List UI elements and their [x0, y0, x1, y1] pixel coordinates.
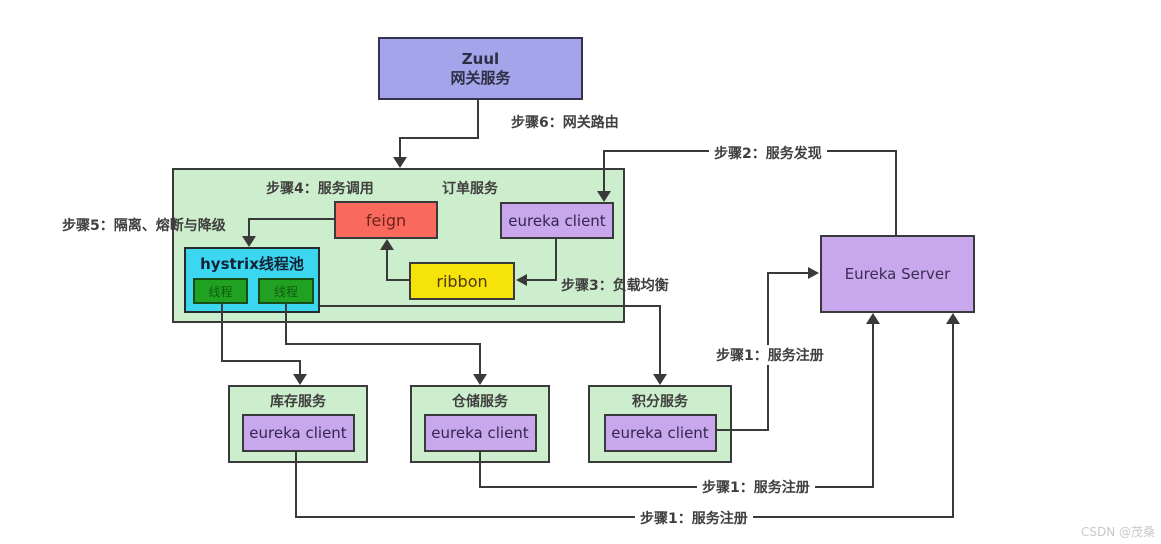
zuul-gateway-node: Zuul 网关服务 — [378, 37, 583, 100]
step6-label: 步骤6：网关路由 — [511, 115, 619, 131]
connector — [299, 360, 301, 375]
connector — [555, 239, 557, 281]
connector — [285, 304, 287, 345]
zuul-label: Zuul — [461, 49, 500, 68]
step1-label-bottom: 步骤1：服务注册 — [635, 508, 753, 528]
connector — [221, 304, 223, 362]
connector — [250, 218, 334, 220]
connector — [479, 452, 481, 488]
warehouse-eureka-client: eureka client — [423, 414, 537, 452]
connector — [248, 218, 250, 237]
arrowhead-into-feign — [380, 239, 394, 250]
arrowhead-into-eureka-client — [597, 191, 611, 202]
warehouse-service-title: 仓储服务 — [452, 394, 508, 410]
arrowhead-into-eureka-server-left — [808, 267, 819, 279]
connector — [295, 452, 297, 518]
zuul-sublabel: 网关服务 — [450, 68, 511, 87]
points-eureka-client: eureka client — [603, 414, 717, 452]
connector — [399, 137, 401, 158]
connector — [717, 429, 769, 431]
eureka-server-node: Eureka Server — [820, 235, 975, 313]
step2-label: 步骤2：服务发现 — [709, 143, 827, 163]
connector — [872, 324, 874, 488]
connector — [603, 150, 605, 192]
step4-label: 步骤4：服务调用 — [266, 181, 374, 197]
connector — [399, 137, 479, 139]
inventory-service-node: 库存服务 eureka client — [228, 385, 368, 463]
points-service-node: 积分服务 eureka client — [588, 385, 732, 463]
order-service-title: 订单服务 — [442, 181, 498, 197]
connector — [895, 150, 897, 235]
step5-label: 步骤5：隔离、熔断与降级 — [62, 218, 226, 234]
hystrix-title: hystrix线程池 — [200, 255, 304, 273]
arrowhead-into-hystrix — [242, 236, 256, 247]
feign-node: feign — [334, 201, 438, 239]
csdn-watermark: CSDN @茂桑 — [1080, 525, 1155, 539]
step3-label: 步骤3：负载均衡 — [561, 278, 669, 294]
arrowhead-into-inventory-service — [293, 374, 307, 385]
connector — [221, 360, 301, 362]
connector — [527, 279, 557, 281]
connector — [952, 324, 954, 518]
arrowhead-into-ribbon — [516, 274, 527, 286]
order-eureka-client-node: eureka client — [500, 202, 614, 239]
feign-label: feign — [365, 210, 407, 230]
connector — [285, 343, 481, 345]
thread-1-label: 线程 — [208, 284, 233, 299]
arrowhead-into-eureka-server-bottom-2 — [946, 313, 960, 324]
arrowhead-into-eureka-server-bottom-1 — [866, 313, 880, 324]
connector — [320, 305, 661, 307]
connector — [477, 100, 479, 139]
connector — [386, 279, 409, 281]
connector — [479, 486, 874, 488]
step1-label-mid: 步骤1：服务注册 — [697, 477, 815, 497]
connector — [386, 249, 388, 281]
thread-box-2: 线程 — [258, 278, 314, 304]
thread-box-1: 线程 — [193, 278, 248, 304]
thread-2-label: 线程 — [273, 284, 298, 299]
points-service-title: 积分服务 — [632, 394, 688, 410]
connector — [295, 516, 954, 518]
inventory-service-title: 库存服务 — [270, 394, 326, 410]
connector — [767, 272, 809, 274]
arrowhead-into-order — [393, 157, 407, 168]
arrowhead-into-warehouse-service — [473, 374, 487, 385]
inventory-eureka-client: eureka client — [241, 414, 355, 452]
arrowhead-into-points-service — [653, 374, 667, 385]
step1-label-right: 步骤1：服务注册 — [711, 345, 829, 365]
order-eureka-client-label: eureka client — [508, 211, 606, 230]
ribbon-node: ribbon — [409, 262, 515, 300]
warehouse-service-node: 仓储服务 eureka client — [410, 385, 550, 463]
connector — [659, 305, 661, 375]
connector — [479, 343, 481, 375]
ribbon-label: ribbon — [436, 271, 488, 291]
eureka-server-label: Eureka Server — [844, 265, 951, 283]
